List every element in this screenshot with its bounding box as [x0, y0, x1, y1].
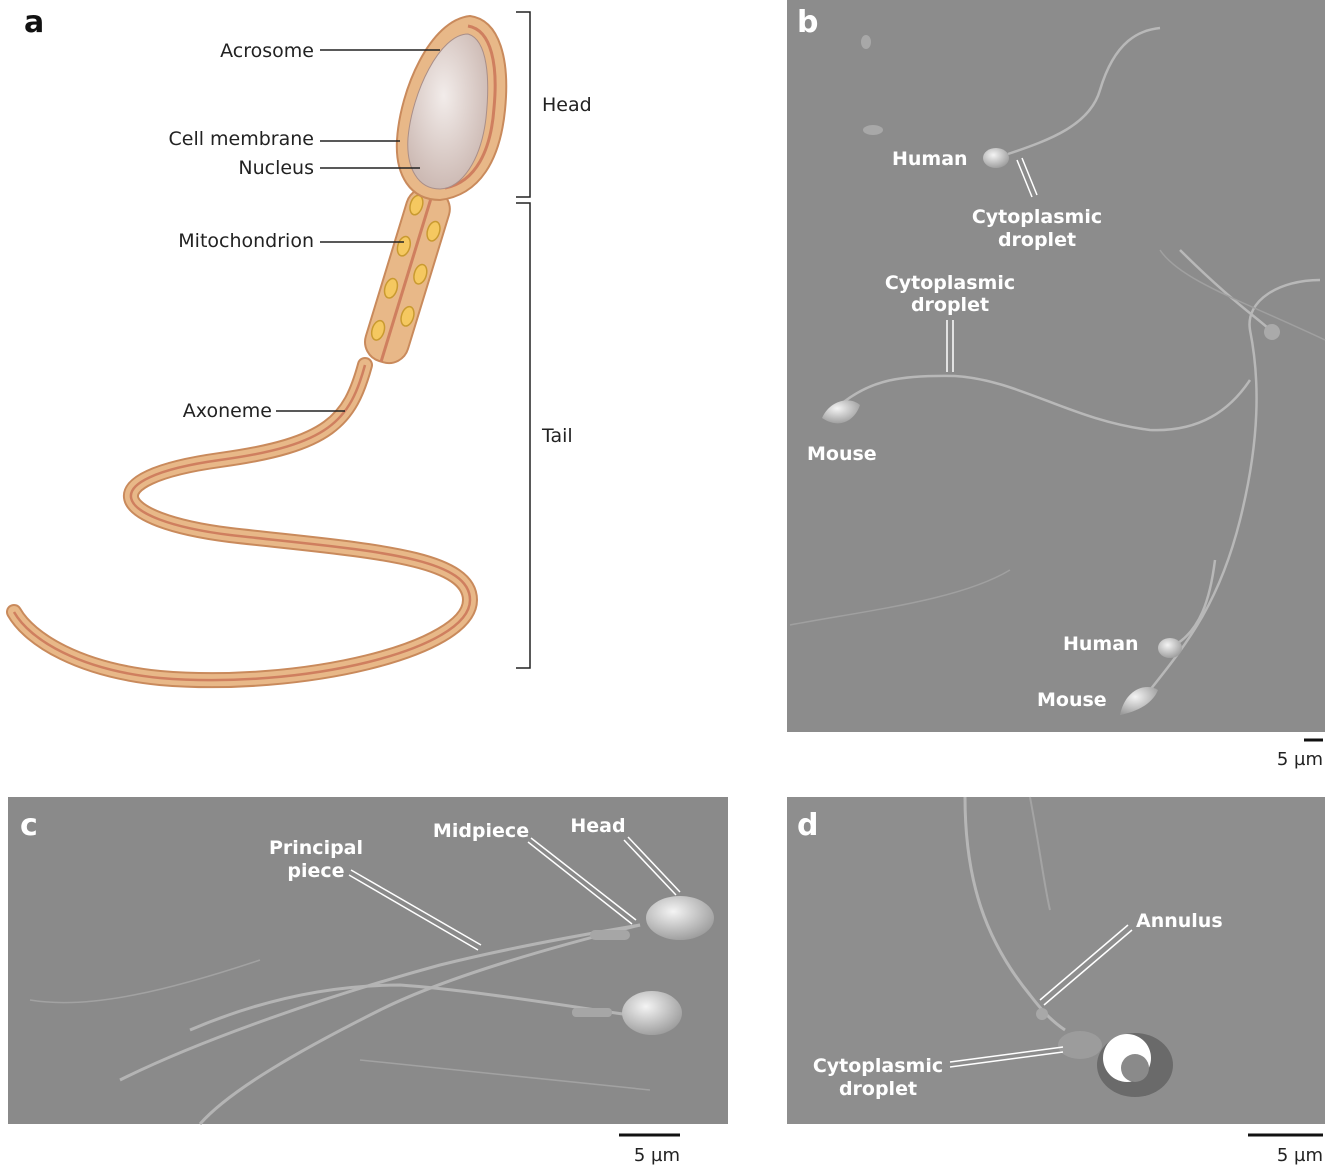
label-principal-1: Principal	[269, 837, 363, 859]
label-cyto-top-1: Cytoplasmic	[972, 206, 1102, 228]
label-cell-membrane: Cell membrane	[168, 128, 314, 150]
scale-label-d: 5 µm	[1277, 1145, 1323, 1166]
label-cyto-top-2: droplet	[998, 229, 1076, 251]
label-axoneme: Axoneme	[183, 400, 272, 422]
label-head: Head	[542, 94, 592, 116]
panel-b: b Human Cytoplasmic droplet Cytoplasmic …	[787, 0, 1325, 770]
panel-a: a	[14, 5, 592, 680]
midpiece	[360, 183, 455, 368]
label-nucleus: Nucleus	[238, 157, 314, 179]
label-cyto-mid-1: Cytoplasmic	[885, 272, 1015, 294]
panel-letter-d: d	[797, 808, 818, 843]
label-human-top: Human	[892, 148, 968, 170]
tail-bracket	[516, 203, 530, 668]
label-acrosome: Acrosome	[220, 40, 314, 62]
label-principal-2: piece	[287, 860, 344, 882]
scale-label-c: 5 µm	[634, 1145, 680, 1166]
head-bracket	[516, 12, 530, 197]
label-tail: Tail	[541, 425, 573, 447]
label-cyto-mid-2: droplet	[911, 294, 989, 316]
label-human-bottom: Human	[1063, 633, 1139, 655]
label-mouse-left: Mouse	[807, 443, 877, 465]
label-mitochondrion: Mitochondrion	[178, 230, 314, 252]
cytoplasmic-droplet-d	[1058, 1031, 1102, 1059]
panel-letter-b: b	[797, 5, 818, 40]
label-annulus: Annulus	[1136, 910, 1223, 932]
label-cyto-d-1: Cytoplasmic	[813, 1055, 943, 1077]
panel-letter-c: c	[20, 808, 38, 843]
label-cyto-d-2: droplet	[839, 1078, 917, 1100]
human-sperm-head-top	[983, 148, 1009, 168]
micrograph-b	[787, 0, 1325, 732]
label-head-c: Head	[570, 815, 625, 837]
micrograph-c	[8, 797, 728, 1124]
sperm-head-c1	[646, 896, 714, 940]
sperm-head	[397, 16, 506, 200]
human-sperm-head-bottom	[1158, 638, 1182, 658]
panel-d: d Annulus Cytoplasmic droplet 5 µm	[787, 797, 1325, 1166]
panel-letter-a: a	[24, 5, 44, 40]
scale-label-b: 5 µm	[1277, 749, 1323, 770]
panel-c: c Principal piece Midpiece Head 5 µm	[8, 797, 728, 1166]
label-midpiece: Midpiece	[433, 820, 529, 842]
label-mouse-bottom: Mouse	[1037, 689, 1107, 711]
sperm-head-c2	[622, 991, 682, 1035]
